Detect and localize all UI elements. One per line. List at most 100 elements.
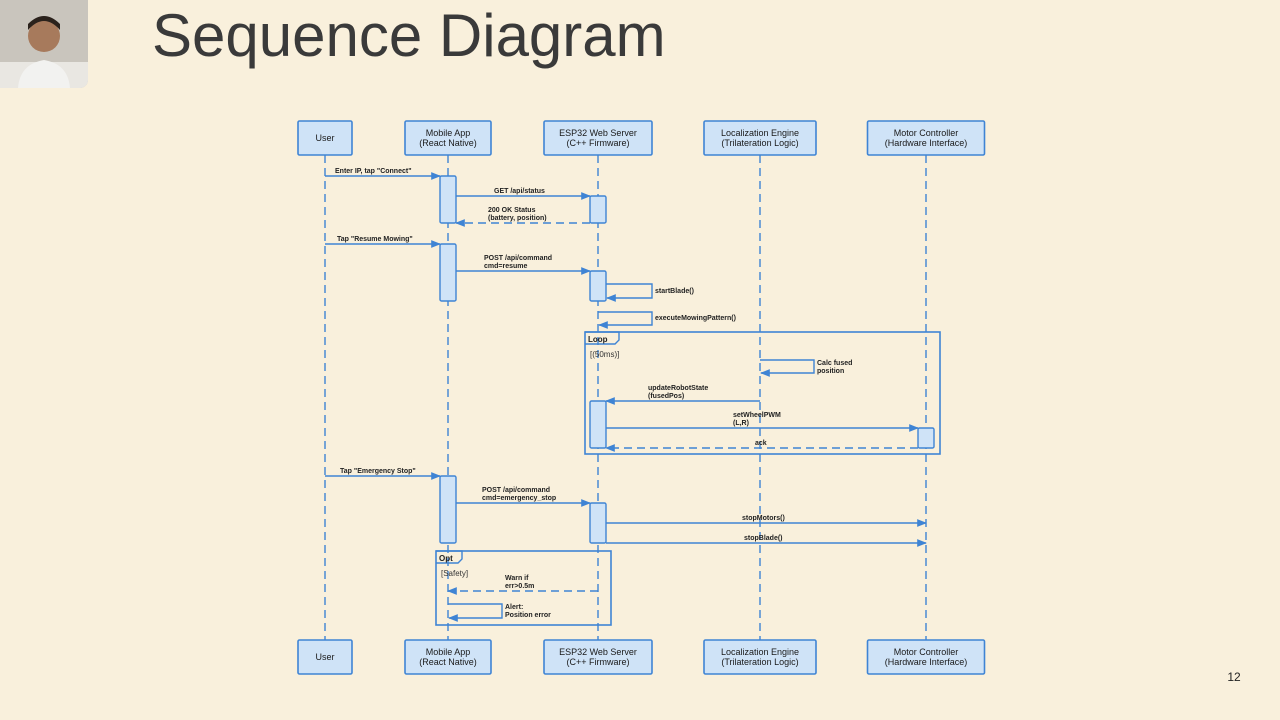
message-label: ack (755, 440, 767, 447)
message-label: setWheelPWM (733, 412, 781, 419)
participant-box (404, 639, 492, 675)
participant-subtitle: (Hardware Interface) (885, 657, 968, 667)
message-5: startBlade() (606, 283, 694, 302)
message-13: stopMotors() (606, 515, 927, 527)
frame-kind: Loop (588, 335, 608, 344)
participant-motor: Motor Controller(Hardware Interface) (866, 120, 986, 156)
participant-box (543, 120, 653, 156)
participant-box (404, 120, 492, 156)
participant-box (866, 639, 986, 675)
message-label: Enter IP, tap "Connect" (335, 168, 412, 175)
participant-box (297, 639, 353, 675)
message-label: 200 OK Status (488, 207, 536, 214)
message-14: stopBlade() (606, 535, 927, 547)
message-label: (battery, position) (488, 215, 547, 222)
presenter-photo (0, 0, 88, 88)
participant-subtitle: (Trilateration Logic) (721, 138, 798, 148)
participant-subtitle: (C++ Firmware) (566, 138, 629, 148)
participant-app: Mobile App(React Native) (404, 120, 492, 156)
participant-name: User (315, 133, 334, 143)
participant-box (543, 639, 653, 675)
activation-motor (917, 427, 935, 449)
participant-esp: ESP32 Web Server(C++ Firmware) (543, 639, 653, 675)
participant-name: User (315, 652, 334, 662)
message-8: updateRobotState(fusedPos) (605, 385, 760, 405)
frame-tab (585, 331, 620, 345)
message-label: executeMowingPattern() (655, 315, 736, 322)
participant-subtitle: (Trilateration Logic) (721, 657, 798, 667)
participant-name: Mobile App (426, 647, 471, 657)
participant-box (703, 639, 817, 675)
frame-border (435, 550, 612, 626)
activation-app (439, 243, 457, 302)
message-label: Tap "Resume Mowing" (337, 236, 413, 243)
participant-name: Motor Controller (894, 128, 959, 138)
message-arrow (448, 603, 503, 622)
message-label: Tap "Emergency Stop" (340, 468, 416, 475)
message-11: Tap "Emergency Stop" (325, 468, 441, 480)
participant-user: User (297, 639, 353, 675)
message-label: POST /api/command (482, 487, 550, 494)
activation-esp (589, 502, 607, 544)
message-arrow (606, 283, 653, 302)
message-arrow (598, 311, 653, 329)
message-10: ack (605, 440, 918, 452)
message-1: GET /api/status (456, 188, 591, 200)
participant-motor: Motor Controller(Hardware Interface) (866, 639, 986, 675)
message-label: GET /api/status (494, 188, 545, 195)
message-0: Enter IP, tap "Connect" (325, 168, 441, 180)
message-arrow (760, 359, 815, 377)
activation-app (439, 175, 457, 224)
participant-name: Localization Engine (721, 128, 799, 138)
message-6: executeMowingPattern() (598, 311, 736, 329)
participant-esp: ESP32 Web Server(C++ Firmware) (543, 120, 653, 156)
message-label: err>0.5m (505, 583, 534, 590)
message-label: position (817, 368, 844, 375)
activation-app (439, 475, 457, 544)
participant-user: User (297, 120, 353, 156)
participant-loc: Localization Engine(Trilateration Logic) (703, 120, 817, 156)
frame-kind: Opt (439, 554, 453, 563)
participant-subtitle: (React Native) (419, 657, 477, 667)
message-label: cmd=resume (484, 263, 527, 270)
participant-loc: Localization Engine(Trilateration Logic) (703, 639, 817, 675)
message-label: Calc fused (817, 360, 852, 367)
frame-opt: Opt [Safety] (435, 550, 612, 626)
participant-subtitle: (C++ Firmware) (566, 657, 629, 667)
message-2: 200 OK Status(battery, position) (455, 207, 590, 227)
participant-name: Localization Engine (721, 647, 799, 657)
participant-subtitle: (Hardware Interface) (885, 138, 968, 148)
activation-esp (589, 195, 607, 224)
frame-guard: [Safety] (441, 569, 468, 578)
participant-subtitle: (React Native) (419, 138, 477, 148)
message-label: stopBlade() (744, 535, 783, 542)
frame-tab (436, 550, 463, 564)
message-label: cmd=emergency_stop (482, 495, 556, 502)
message-label: Alert: (505, 604, 523, 611)
message-16: Alert:Position error (448, 603, 551, 622)
participant-name: ESP32 Web Server (559, 128, 637, 138)
message-9: setWheelPWM(L,R) (606, 412, 919, 432)
message-label: (L,R) (733, 420, 749, 427)
message-label: Warn if (505, 575, 529, 582)
message-label: POST /api/command (484, 255, 552, 262)
slide-title: Sequence Diagram (152, 2, 666, 69)
participant-box (866, 120, 986, 156)
message-label: Position error (505, 612, 551, 619)
participant-box (703, 120, 817, 156)
page-number: 12 (1227, 670, 1241, 684)
frame-guard: [(50ms)] (590, 350, 619, 359)
message-label: (fusedPos) (648, 393, 684, 400)
activation-esp (589, 270, 607, 302)
message-label: startBlade() (655, 288, 694, 295)
frame-border (584, 331, 941, 455)
participant-app: Mobile App(React Native) (404, 639, 492, 675)
activation-esp (589, 400, 607, 449)
participant-name: Mobile App (426, 128, 471, 138)
participant-name: ESP32 Web Server (559, 647, 637, 657)
